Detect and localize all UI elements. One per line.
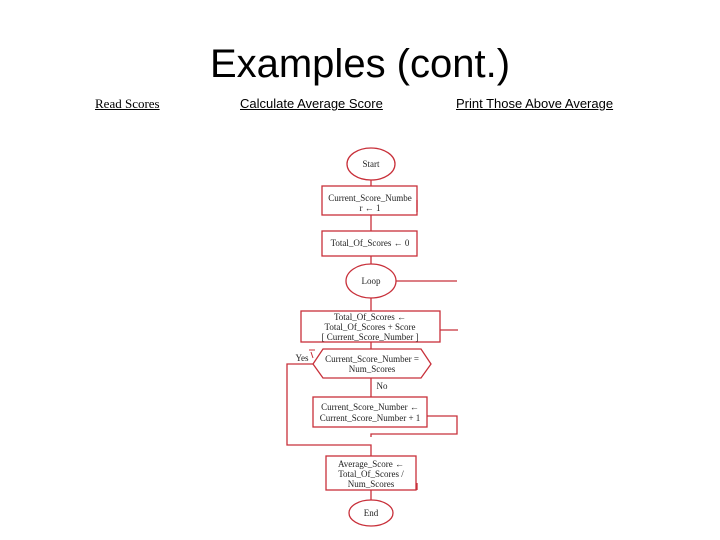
init-number-line-1: Current_Score_Numbe xyxy=(328,193,411,203)
end-label: End xyxy=(364,508,379,518)
yes-branch-marker xyxy=(309,349,315,359)
process-init-total xyxy=(321,230,418,257)
average-line-3: Num_Scores xyxy=(348,479,395,489)
accumulate-line-2: Total_Of_Scores + Score xyxy=(325,322,416,332)
accumulate-line-3: [ Current_Score_Number ] xyxy=(322,332,419,342)
decision-last-score xyxy=(312,348,432,379)
connector-yes-branch xyxy=(286,363,372,456)
increment-line-1: Current_Score_Number ← xyxy=(321,402,419,412)
start-terminal xyxy=(346,147,396,181)
page-title: Examples (cont.) xyxy=(209,42,511,86)
loop-label: Loop xyxy=(362,276,381,286)
init-number-line-2: r ← 1 xyxy=(360,203,381,213)
tab-read-scores[interactable]: Read Scores xyxy=(95,96,160,111)
connector-increment-loopback xyxy=(370,415,458,437)
decision-line-1: Current_Score_Number = xyxy=(325,354,419,364)
process-average xyxy=(325,455,417,491)
yes-label: Yes xyxy=(295,353,309,363)
loop-connector xyxy=(345,263,397,299)
increment-line-2: Current_Score_Number + 1 xyxy=(320,413,421,423)
accumulate-line-1: Total_Of_Scores ← xyxy=(334,312,406,322)
average-line-1: Average_Score ← xyxy=(338,459,404,469)
tab-print-those-above-average[interactable]: Print Those Above Average xyxy=(456,96,614,111)
process-init-number xyxy=(321,185,418,216)
init-total-label: Total_Of_Scores ← 0 xyxy=(331,238,410,248)
end-terminal xyxy=(348,499,394,527)
no-label: No xyxy=(377,381,388,391)
process-increment xyxy=(312,396,428,428)
tab-calculate-average-score[interactable]: Calculate Average Score xyxy=(240,96,383,111)
average-line-2: Total_Of_Scores / xyxy=(338,469,404,479)
start-label: Start xyxy=(363,159,380,169)
process-accumulate xyxy=(300,310,441,343)
decision-line-2: Num_Scores xyxy=(349,364,396,374)
